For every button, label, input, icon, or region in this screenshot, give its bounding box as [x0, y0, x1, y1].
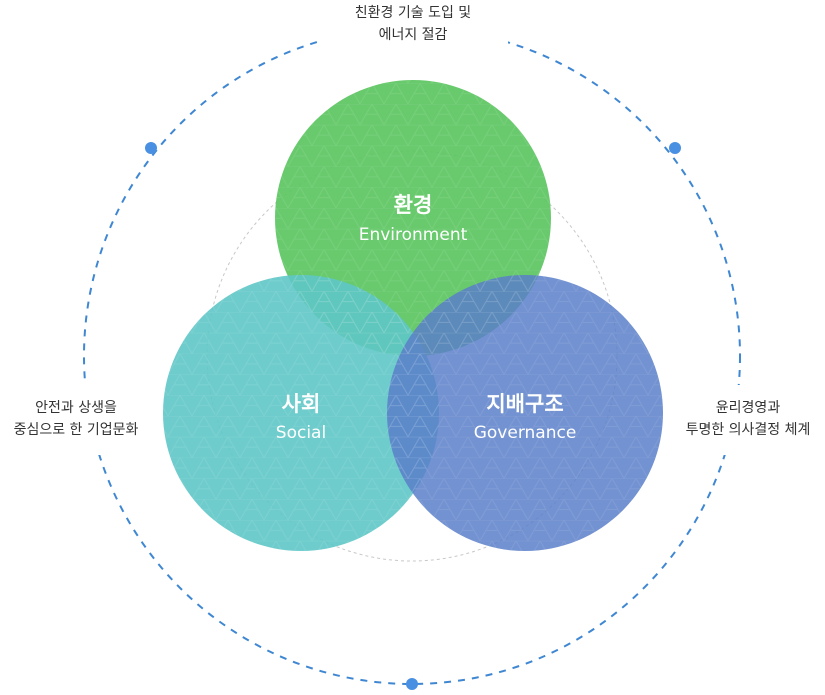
right-label: 윤리경영과 투명한 의사결정 체계 — [672, 397, 824, 441]
right-label-gap — [675, 385, 825, 455]
environment-title: 환경 — [394, 193, 433, 217]
right-label-line1: 윤리경영과 — [715, 400, 781, 416]
governance-subtitle: Governance — [474, 423, 577, 443]
top-label-line2: 에너지 절감 — [378, 27, 448, 43]
right-label-line2: 투명한 의사결정 체계 — [685, 422, 811, 438]
left-label-line2: 중심으로 한 기업문화 — [13, 422, 139, 438]
social-texture — [163, 275, 439, 551]
left-label-gap — [0, 385, 150, 455]
left-label: 안전과 상생을 중심으로 한 기업문화 — [0, 397, 152, 441]
ring-dot-top-left — [145, 142, 157, 154]
social-title: 사회 — [282, 392, 321, 416]
left-label-line1: 안전과 상생을 — [35, 400, 117, 416]
top-label-gap — [318, 0, 508, 46]
social-subtitle: Social — [276, 423, 326, 443]
governance-texture — [387, 275, 663, 551]
top-label-line1: 친환경 기술 도입 및 — [354, 5, 472, 21]
environment-subtitle: Environment — [359, 225, 468, 245]
ring-dot-top-right — [669, 142, 681, 154]
ring-dot-bottom — [406, 678, 418, 690]
top-label: 친환경 기술 도입 및 에너지 절감 — [313, 2, 513, 46]
governance-title: 지배구조 — [486, 392, 563, 416]
